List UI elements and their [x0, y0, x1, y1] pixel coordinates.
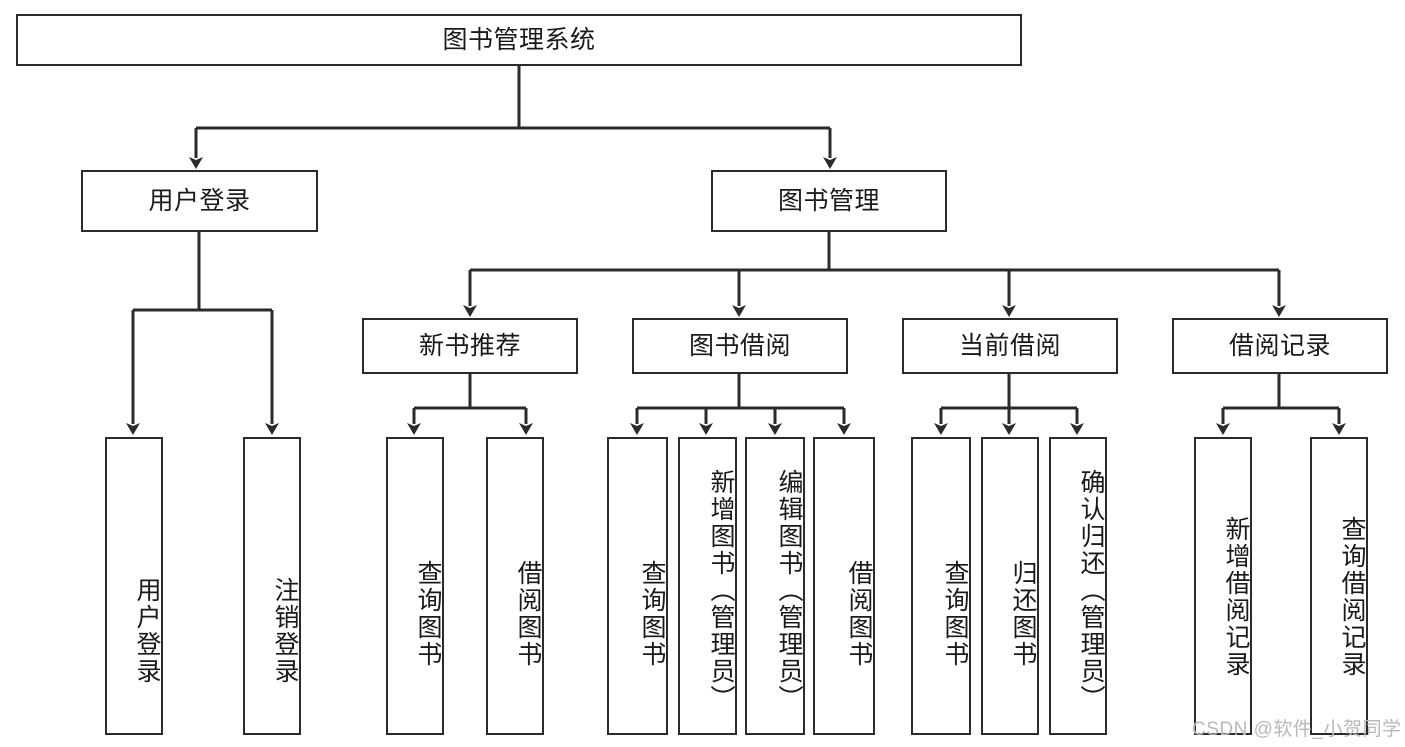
node-leaf-query-book-2[interactable]: 查询图书	[607, 437, 668, 735]
node-borrow-record[interactable]: 借阅记录	[1172, 318, 1388, 374]
node-leaf-query-book-3[interactable]: 查询图书	[911, 437, 971, 735]
node-new-book-recommend[interactable]: 新书推荐	[362, 318, 578, 374]
node-leaf-confirm-return[interactable]: 确认归还（管理员）	[1049, 437, 1107, 735]
node-leaf-borrow-book-2[interactable]: 借阅图书	[813, 437, 875, 735]
node-root[interactable]: 图书管理系统	[16, 14, 1022, 66]
node-leaf-user-login[interactable]: 用户登录	[105, 437, 163, 735]
node-leaf-logout-login[interactable]: 注销登录	[243, 437, 301, 735]
node-leaf-add-book[interactable]: 新增图书（管理员）	[678, 437, 737, 735]
node-book-borrow[interactable]: 图书借阅	[632, 318, 848, 374]
node-leaf-borrow-book-1[interactable]: 借阅图书	[486, 437, 544, 735]
node-book-management[interactable]: 图书管理	[711, 170, 947, 232]
csdn-watermark: CSDN @软件_小贺同学	[1192, 719, 1402, 740]
node-current-borrow[interactable]: 当前借阅	[902, 318, 1118, 374]
node-leaf-return-book[interactable]: 归还图书	[981, 437, 1039, 735]
node-leaf-query-book-1[interactable]: 查询图书	[386, 437, 444, 735]
node-leaf-add-record[interactable]: 新增借阅记录	[1194, 437, 1252, 735]
node-user-login[interactable]: 用户登录	[81, 170, 318, 232]
node-leaf-edit-book[interactable]: 编辑图书（管理员）	[745, 437, 805, 735]
node-leaf-query-record[interactable]: 查询借阅记录	[1310, 437, 1368, 735]
